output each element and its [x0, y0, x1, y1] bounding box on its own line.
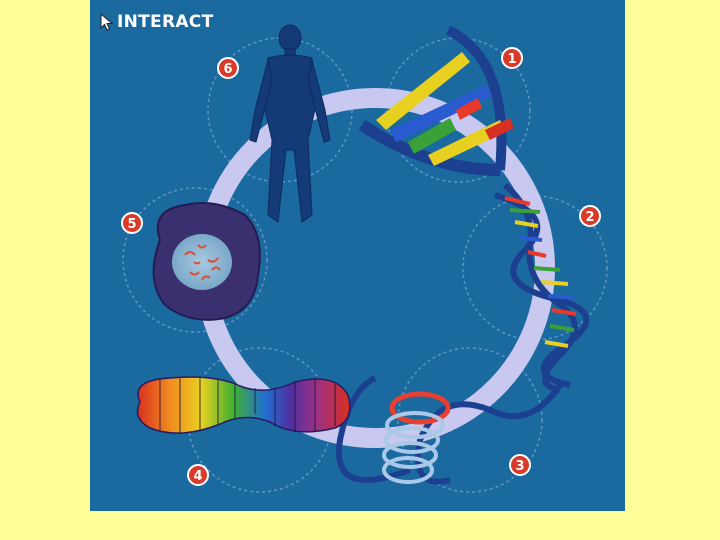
double-helix-icon	[494, 182, 590, 393]
step-circle-5	[122, 187, 268, 333]
cursor-arrow-icon	[100, 13, 114, 31]
step-badge-2[interactable]: 2	[579, 205, 601, 227]
step-badges: 1 2 3 4 5 6	[121, 47, 601, 486]
step-number: 1	[507, 52, 516, 67]
chromosome-icon	[136, 376, 351, 434]
human-figure-icon	[249, 24, 331, 223]
step-badge-4[interactable]: 4	[187, 464, 209, 486]
step-badge-6[interactable]: 6	[217, 57, 239, 79]
step-badge-circle	[501, 47, 523, 69]
step-number: 3	[515, 459, 524, 474]
step-badge-circle	[217, 57, 239, 79]
step-number: 6	[223, 62, 232, 77]
step-circle-3	[397, 347, 543, 493]
step-badge-circle	[187, 464, 209, 486]
dna-base-pairs-icon	[358, 25, 514, 176]
step-badge-3[interactable]: 3	[509, 454, 531, 476]
interact-button[interactable]: INTERACT	[100, 10, 213, 34]
step-badge-5[interactable]: 5	[121, 212, 143, 234]
diagram-panel: INTERACT	[90, 0, 625, 511]
supercoiled-dna-icon	[335, 375, 563, 485]
interact-label: INTERACT	[117, 12, 214, 32]
step-number: 5	[127, 217, 136, 232]
step-number: 2	[585, 210, 594, 225]
cell-nucleus-icon	[152, 202, 261, 321]
step-badge-circle	[121, 212, 143, 234]
step-badge-1[interactable]: 1	[501, 47, 523, 69]
step-badge-circle	[579, 205, 601, 227]
step-number: 4	[193, 469, 202, 484]
dna-packaging-diagram: 1 2 3 4 5 6	[121, 24, 608, 493]
step-badge-circle	[509, 454, 531, 476]
